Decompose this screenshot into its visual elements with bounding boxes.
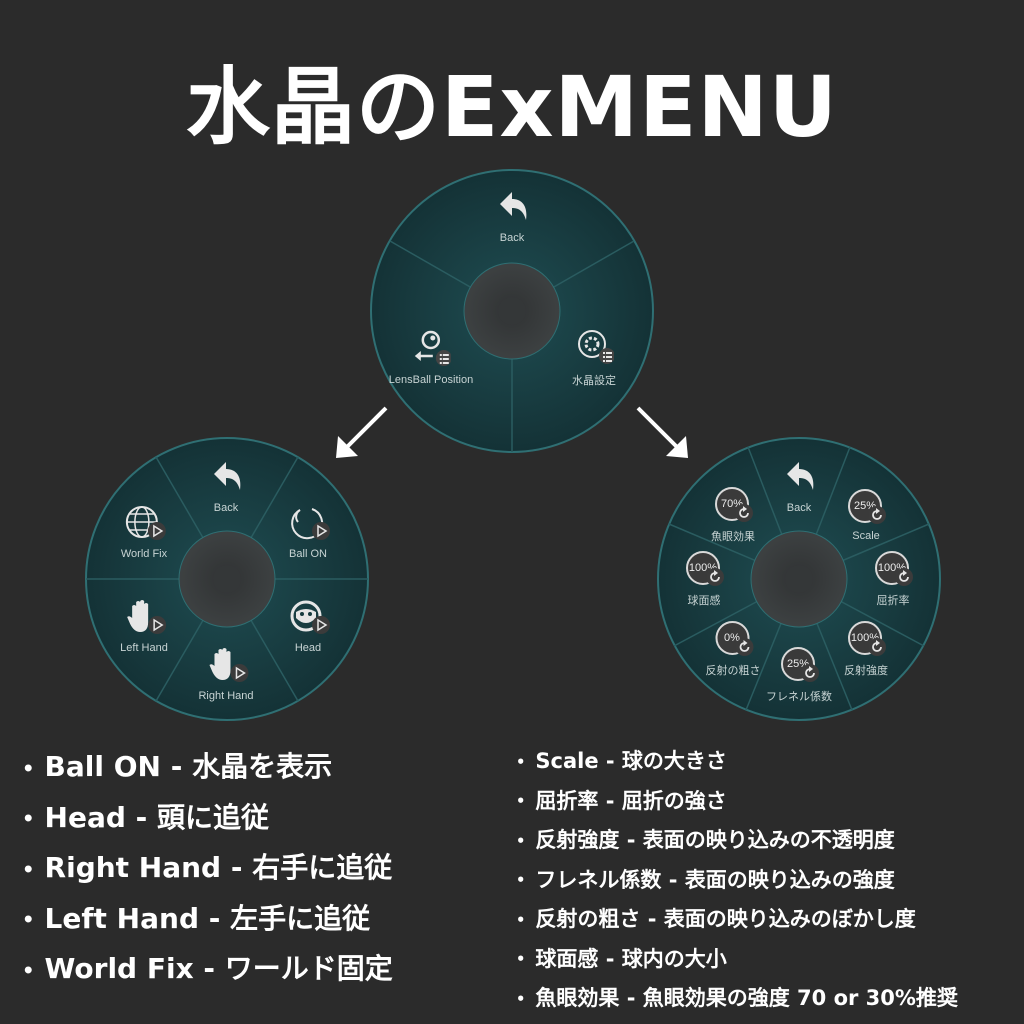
note-text: Scale - 球の大きさ: [535, 749, 727, 773]
back-label: Back: [499, 232, 525, 244]
crystal-settings-submenu: Back 70% 魚眼効果 25% Scale 100% 球面感 100% 屈折…: [656, 436, 942, 722]
note-item: •Ball ON - 水晶を表示: [22, 750, 333, 783]
radial-dial-icon: 100%: [684, 548, 724, 586]
back-button[interactable]: Back: [779, 458, 819, 514]
ball-on-label: Ball ON: [289, 548, 327, 560]
world-fix-toggle[interactable]: World Fix: [121, 504, 167, 560]
note-text: Head - 頭に追従: [44, 800, 270, 834]
lensball-position-label: LensBall Position: [388, 374, 474, 386]
back-label: Back: [786, 502, 812, 514]
note-item: •フレネル係数 - 表面の映り込みの強度: [516, 867, 895, 892]
note-item: •反射の粗さ - 表面の映り込みのぼかし度: [516, 907, 916, 931]
right-hand-label: Right Hand: [198, 690, 254, 702]
arrow-down-right-icon: [636, 406, 688, 458]
settings-submenu-icon: [574, 328, 614, 366]
hand-icon: [124, 598, 166, 636]
reset-icon: [868, 638, 886, 656]
note-text: World Fix - ワールド固定: [44, 952, 393, 985]
left-hand-toggle[interactable]: Left Hand: [120, 598, 168, 654]
position-submenu: Back World Fix Ball ON: [84, 436, 370, 722]
note-text: 球面感 - 球内の大小: [535, 946, 727, 971]
reset-icon: [735, 638, 753, 656]
back-arrow-icon: [492, 188, 532, 226]
radial-dial-icon: 0%: [713, 618, 753, 656]
back-label: Back: [213, 502, 239, 514]
radial-dial-icon: 100%: [846, 618, 886, 656]
lensball-position-button[interactable]: LensBall Position: [389, 330, 473, 386]
sphere-radial-control[interactable]: 100% 球面感: [684, 548, 724, 608]
world-fix-label: World Fix: [120, 548, 168, 560]
note-item: •屈折率 - 屈折の強さ: [516, 788, 727, 813]
back-button[interactable]: Back: [492, 188, 532, 244]
menu-wheel-top: [370, 169, 654, 453]
note-text: Ball ON - 水晶を表示: [44, 750, 333, 783]
crystal-settings-button[interactable]: 水晶設定: [572, 328, 616, 388]
fresnel-label: フレネル係数: [766, 691, 832, 703]
toggle-play-icon: [147, 616, 166, 634]
scale-label: Scale: [852, 530, 880, 542]
left-hand-label: Left Hand: [120, 642, 168, 654]
head-label: Head: [294, 642, 322, 654]
note-text: フレネル係数 - 表面の映り込みの強度: [535, 867, 895, 892]
radial-dial-icon: 25%: [846, 486, 886, 524]
note-text: 反射強度 - 表面の映り込みの不透明度: [535, 828, 895, 852]
sphere-label: 球面感: [687, 595, 721, 607]
reset-icon: [868, 506, 886, 524]
note-item: •球面感 - 球内の大小: [516, 946, 727, 971]
fisheye-label: 魚眼効果: [711, 531, 755, 543]
right-hand-toggle[interactable]: Right Hand: [198, 646, 254, 702]
settings-notes-list: •Scale - 球の大きさ •屈折率 - 屈折の強さ •反射強度 - 表面の映…: [516, 742, 958, 1019]
back-arrow-icon: [779, 458, 819, 496]
note-text: Right Hand - 右手に追従: [44, 851, 393, 884]
toggle-play-icon: [148, 522, 166, 540]
roughness-label: 反射の粗さ: [705, 665, 761, 677]
scale-radial-control[interactable]: 25% Scale: [846, 486, 886, 542]
back-button[interactable]: Back: [206, 458, 246, 514]
reflection-label: 反射強度: [844, 665, 888, 677]
note-text: 反射の粗さ - 表面の映り込みのぼかし度: [535, 907, 916, 931]
crystal-settings-label: 水晶設定: [572, 375, 616, 387]
note-item: •Scale - 球の大きさ: [516, 749, 727, 773]
refraction-label: 屈折率: [876, 595, 910, 607]
note-text: 魚眼効果 - 魚眼効果の強度 70 or 30%推奨: [535, 986, 958, 1010]
lensball-main-menu: Back LensBall Position: [369, 168, 655, 454]
hand-icon: [206, 646, 248, 684]
reset-icon: [801, 664, 819, 682]
toggle-play-icon: [312, 522, 330, 540]
note-text: 屈折率 - 屈折の強さ: [535, 788, 727, 813]
reset-icon: [735, 504, 753, 522]
fisheye-radial-control[interactable]: 70% 魚眼効果: [711, 484, 755, 544]
page-title: 水晶のExMENU: [185, 58, 839, 156]
note-text: Left Hand - 左手に追従: [44, 901, 371, 935]
head-tracking-icon: [288, 598, 330, 636]
reset-icon: [895, 568, 913, 586]
note-item: •Head - 頭に追従: [22, 800, 270, 834]
power-circle-icon: [288, 504, 330, 542]
radial-dial-icon: 25%: [779, 644, 819, 682]
note-item: •反射強度 - 表面の映り込みの不透明度: [516, 828, 895, 852]
note-item: •Right Hand - 右手に追従: [22, 851, 393, 884]
refraction-radial-control[interactable]: 100% 屈折率: [873, 548, 913, 608]
fresnel-radial-control[interactable]: 25% フレネル係数: [766, 644, 832, 704]
note-item: •World Fix - ワールド固定: [22, 952, 393, 985]
ball-on-toggle[interactable]: Ball ON: [288, 504, 330, 560]
note-item: •魚眼効果 - 魚眼効果の強度 70 or 30%推奨: [516, 986, 958, 1010]
globe-icon: [124, 504, 166, 542]
head-toggle[interactable]: Head: [288, 598, 330, 654]
back-arrow-icon: [206, 458, 246, 496]
menu-wheel-left: [85, 437, 369, 721]
note-item: •Left Hand - 左手に追従: [22, 901, 371, 935]
reflection-radial-control[interactable]: 100% 反射強度: [844, 618, 888, 678]
radial-dial-icon: 70%: [713, 484, 753, 522]
position-submenu-icon: [411, 330, 451, 368]
roughness-value: 0%: [715, 621, 749, 655]
toggle-play-icon: [312, 616, 330, 634]
position-notes-list: •Ball ON - 水晶を表示 •Head - 頭に追従 •Right Han…: [22, 742, 393, 995]
radial-dial-icon: 100%: [873, 548, 913, 586]
roughness-radial-control[interactable]: 0% 反射の粗さ: [706, 618, 761, 678]
toggle-play-icon: [229, 664, 248, 682]
reset-icon: [706, 568, 724, 586]
arrow-down-left-icon: [336, 406, 388, 458]
